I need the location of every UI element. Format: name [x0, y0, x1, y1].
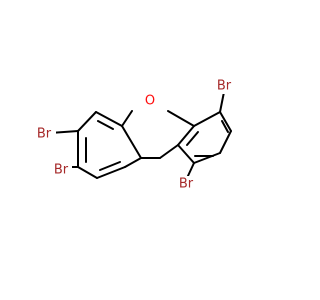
bromine-atom-label-3: Br [37, 127, 52, 142]
bond [219, 111, 232, 132]
bond [121, 110, 133, 127]
bond [77, 166, 98, 179]
bond [167, 110, 195, 127]
bond [193, 111, 221, 127]
bond [96, 166, 126, 179]
bond [177, 144, 195, 164]
bond [77, 111, 97, 132]
molecule-structure: O Br Br Br Br [34, 78, 235, 192]
bond [219, 130, 232, 154]
bromine-atom-label-9: Br [179, 177, 194, 192]
bond [124, 157, 142, 168]
molecule-canvas: O Br Br Br Br [34, 78, 235, 192]
bond-inner [186, 131, 199, 146]
atom-label-layer: O Br Br Br Br [34, 78, 235, 192]
bond-layer [49, 91, 232, 179]
bond-inner [99, 161, 121, 171]
bond-inner [221, 120, 229, 133]
bond [177, 125, 195, 146]
bromine-atom-label-4: Br [217, 79, 232, 94]
bond [193, 152, 221, 164]
bond-inner [97, 120, 114, 130]
oxygen-atom-label: O [145, 94, 155, 109]
bond [219, 91, 225, 113]
bromine-atom-label-2: Br [54, 163, 69, 178]
bond [121, 125, 142, 159]
bond [159, 144, 179, 159]
bond [95, 111, 123, 127]
bond [186, 162, 195, 179]
